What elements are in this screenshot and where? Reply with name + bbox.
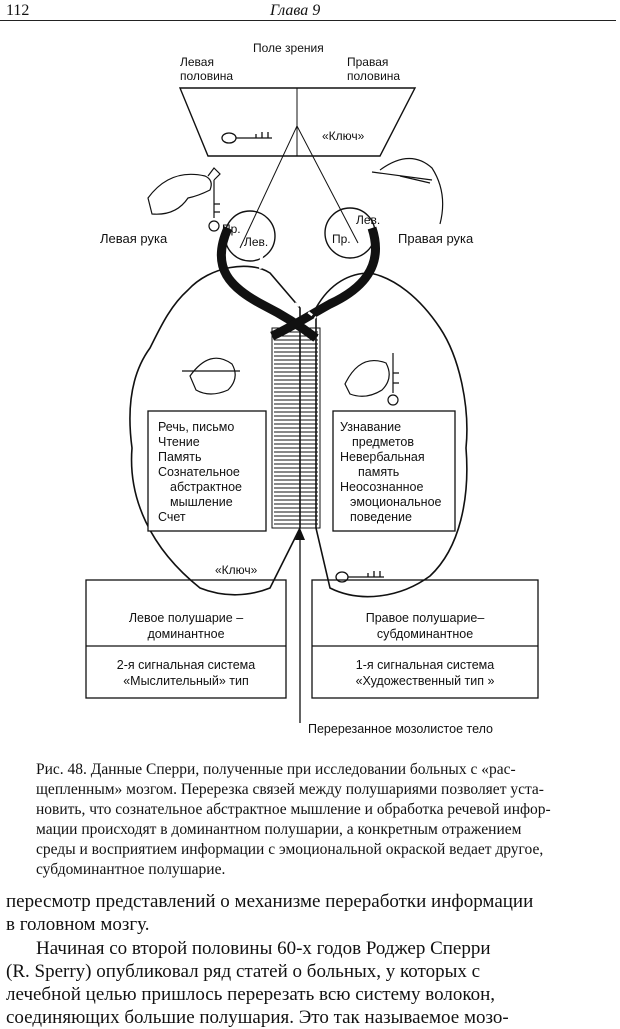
left-eye-label-left: Лев. — [244, 235, 268, 249]
body-line: (R. Sperry) опубликовал ряд статей о бол… — [6, 961, 481, 982]
caption-line: субдоминантное полушарие. — [36, 861, 226, 878]
left-hemisphere-outline — [129, 265, 301, 596]
left-system-2: «Мыслительный» тип — [123, 674, 249, 688]
header-rule — [0, 20, 616, 21]
caption-line: щепленным» мозгом. Перерезка связей межд… — [36, 781, 544, 798]
sight-line-right — [296, 125, 359, 244]
left-function-4: Сознательное — [158, 465, 240, 479]
visual-field-screen — [178, 87, 417, 157]
left-function-7: Счет — [158, 510, 186, 524]
right-function-7: поведение — [350, 510, 412, 524]
left-function-3: Память — [158, 450, 202, 464]
corpus-callosum — [271, 327, 321, 529]
key-word-bottom: «Ключ» — [215, 563, 258, 577]
right-eye-label-right: Пр. — [332, 232, 351, 246]
body-line: соединяющих большие полушария. Это так н… — [6, 1007, 509, 1028]
right-function-3: Невербальная — [340, 450, 425, 464]
right-eye-label-left: Лев. — [356, 213, 380, 227]
left-hemisphere-table — [85, 579, 287, 699]
caption-line: Рис. 48. Данные Сперри, полученные при и… — [36, 761, 516, 778]
right-hand-label: Правая рука — [398, 231, 474, 246]
body-line: в головном мозгу. — [6, 914, 150, 935]
left-function-2: Чтение — [158, 435, 200, 449]
field-of-view-label: Поле зрения — [253, 41, 324, 55]
key-bottom-icon — [335, 571, 384, 583]
left-hand-key-icon — [147, 167, 221, 232]
left-functions-box — [147, 410, 267, 532]
right-optic-tract — [270, 226, 381, 341]
body-line: Начиная со второй половины 60-х годов Ро… — [36, 938, 491, 959]
right-function-4: память — [358, 465, 399, 479]
body-paragraph-1: пересмотр представлений о механизме пере… — [6, 890, 616, 936]
left-hemisphere-title-2: доминантное — [147, 627, 224, 641]
right-system-1: 1-я сигнальная система — [356, 658, 495, 672]
page-number: 112 — [6, 2, 30, 19]
left-half-label-2: половина — [180, 69, 233, 83]
left-system-1: 2-я сигнальная система — [117, 658, 256, 672]
left-function-5: абстрактное — [170, 480, 242, 494]
sperry-figure: Поле зрения Левая половина Правая полови… — [85, 41, 539, 736]
key-word-screen: «Ключ» — [322, 129, 365, 143]
caption-line: мации происходят в доминантном полушарии… — [36, 821, 522, 838]
right-functions-box — [332, 410, 456, 532]
right-function-2: предметов — [352, 435, 414, 449]
optic-tract-dashed — [259, 255, 317, 319]
sight-line-left — [239, 125, 298, 249]
right-hemisphere-title-2: субдоминантное — [377, 627, 473, 641]
left-hand-label: Левая рука — [100, 231, 168, 246]
right-hemisphere-title-1: Правое полушарие– — [366, 611, 485, 625]
key-icon — [221, 132, 272, 144]
caption-line: новить, что сознательное абстрактное мыш… — [36, 801, 551, 818]
left-hemisphere-title-1: Левое полушарие – — [129, 611, 243, 625]
figure-caption: Рис. 48. Данные Сперри, полученные при и… — [36, 760, 618, 880]
chapter-title: Глава 9 — [270, 2, 321, 19]
right-brain-hand-key-icon — [344, 353, 399, 406]
caption-line: среды и восприятием информации с эмоцион… — [36, 841, 544, 858]
right-half-label-1: Правая — [347, 55, 388, 69]
right-function-1: Узнавание — [340, 420, 401, 434]
body-line: лечебной целью пришлось перерезать всю с… — [6, 984, 496, 1005]
right-function-6: эмоциональное — [350, 495, 442, 509]
left-half-label-1: Левая — [180, 55, 214, 69]
left-function-1: Речь, письмо — [158, 420, 234, 434]
right-hemisphere-table — [311, 579, 539, 699]
body-paragraph-2: Начиная со второй половины 60-х годов Ро… — [6, 937, 616, 1029]
body-line: пересмотр представлений о механизме пере… — [6, 891, 534, 912]
corpus-callosum-label: Перерезанное мозолистое тело — [308, 722, 493, 736]
left-brain-hand-pen-icon — [182, 357, 240, 395]
callosum-arrow-head — [295, 528, 305, 540]
callosum-outline — [271, 327, 321, 529]
right-function-5: Неосознанное — [340, 480, 423, 494]
right-hand-pen-icon — [371, 157, 444, 225]
right-system-2: «Художественный тип » — [356, 674, 495, 688]
left-function-6: мышление — [170, 495, 233, 509]
right-half-label-2: половина — [347, 69, 400, 83]
